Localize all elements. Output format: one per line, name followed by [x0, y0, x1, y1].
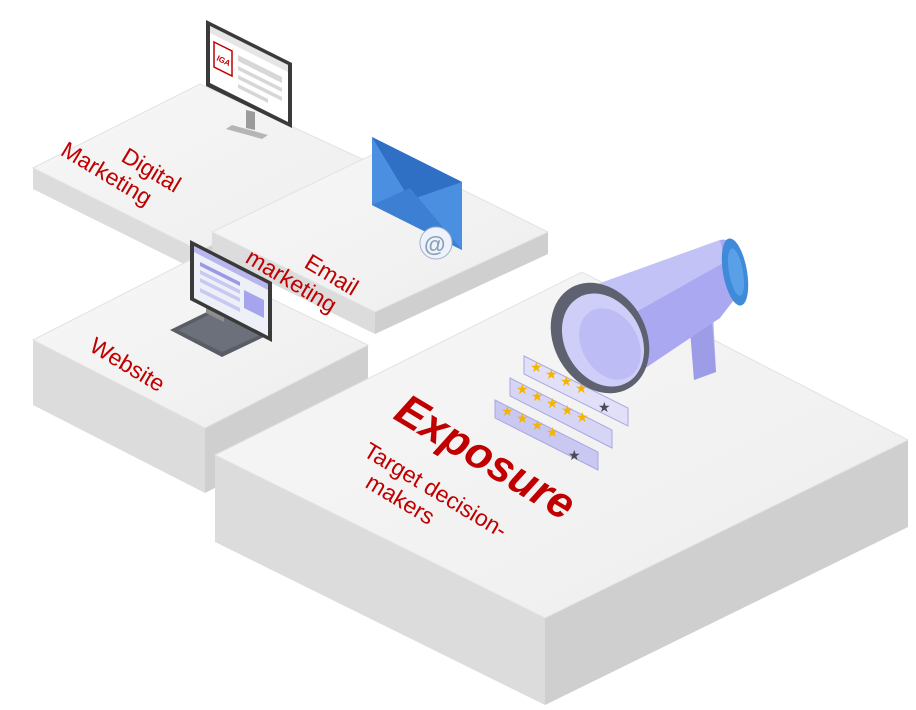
svg-text:★: ★ — [560, 374, 573, 390]
envelope-icon: @ — [372, 137, 462, 260]
svg-text:★: ★ — [546, 425, 559, 441]
svg-text:★: ★ — [568, 448, 581, 464]
svg-text:★: ★ — [531, 389, 544, 405]
svg-text:★: ★ — [530, 360, 543, 376]
svg-text:★: ★ — [561, 403, 574, 419]
svg-text:★: ★ — [516, 411, 529, 427]
computer-icon — [170, 240, 272, 357]
svg-text:★: ★ — [531, 418, 544, 434]
svg-text:★: ★ — [545, 367, 558, 383]
rating-stars-icon: ★★★★ ★★★★★ ★★★★ ★ ★ — [494, 355, 629, 471]
svg-text:★: ★ — [501, 404, 514, 420]
svg-text:★: ★ — [516, 382, 529, 398]
svg-text:★: ★ — [576, 410, 589, 426]
svg-text:★: ★ — [546, 396, 559, 412]
svg-text:@: @ — [424, 232, 445, 257]
monitor-icon: IGA — [206, 20, 292, 139]
megaphone-icon — [550, 238, 749, 394]
svg-text:★: ★ — [598, 400, 611, 416]
